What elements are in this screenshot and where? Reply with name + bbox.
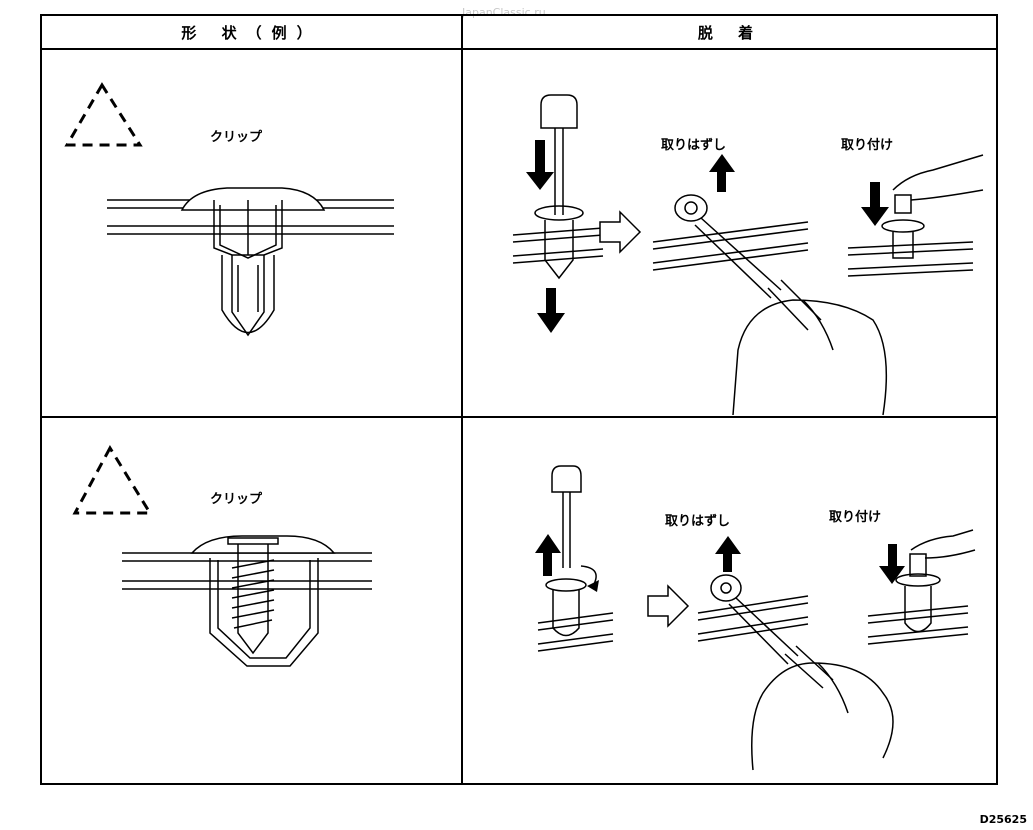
removal-cell-2: 取りはずし 取り付け [463, 418, 998, 785]
clip-diagram-2 [72, 444, 372, 667]
column-divider [461, 16, 463, 783]
caution-triangle-icon [72, 444, 153, 515]
next-arrow-icon [647, 584, 690, 628]
install-label-1: 取り付け [841, 138, 894, 153]
clip-label-2: クリップ [210, 492, 263, 507]
caution-triangle-icon [64, 82, 143, 147]
clip-label-1: クリップ [210, 130, 263, 145]
removal-diagram-2 [535, 465, 976, 771]
install-label-2: 取り付け [829, 510, 882, 525]
remove-label-1: 取りはずし [661, 138, 727, 153]
remove-label-2: 取りはずし [665, 514, 731, 529]
header-removal: 脱 着 [463, 16, 998, 50]
removal-diagram-1 [512, 94, 984, 416]
row-divider [42, 416, 996, 418]
figure-code: D25625 [979, 813, 1027, 826]
next-arrow-icon [599, 210, 642, 254]
removal-cell-1: 取りはずし 取り付け [463, 50, 998, 416]
header-shape: 形 状（例） [42, 16, 461, 50]
clip-diagram-1 [64, 82, 394, 337]
diagram-table: 形 状（例） 脱 着 クリップ [40, 14, 998, 785]
shape-cell-2: クリップ [42, 418, 461, 785]
shape-cell-1: クリップ [42, 50, 461, 416]
